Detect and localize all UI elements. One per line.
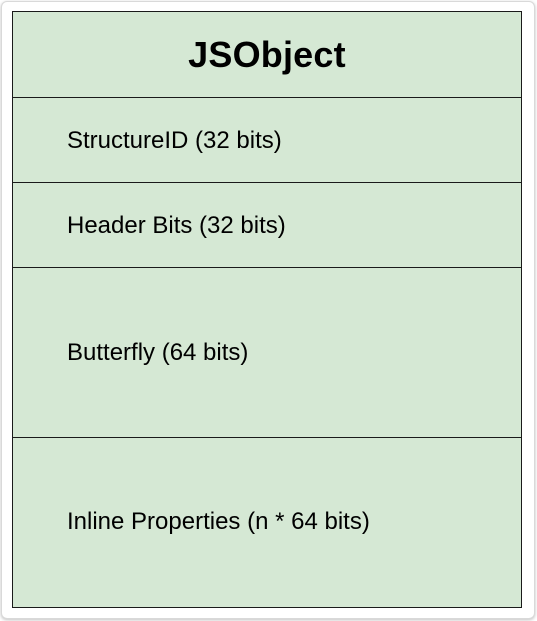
- field-row-structure-id: StructureID (32 bits): [13, 97, 521, 183]
- field-label-inline-properties: Inline Properties (n * 64 bits): [67, 508, 370, 535]
- field-row-butterfly: Butterfly (64 bits): [13, 267, 521, 438]
- field-label-structure-id: StructureID (32 bits): [67, 126, 282, 154]
- field-row-header-bits: Header Bits (32 bits): [13, 182, 521, 268]
- field-row-inline-properties: Inline Properties (n * 64 bits): [13, 437, 521, 606]
- diagram-title: JSObject: [188, 33, 346, 75]
- title-row: JSObject: [13, 12, 521, 97]
- field-label-butterfly: Butterfly (64 bits): [67, 339, 249, 366]
- field-label-header-bits: Header Bits (32 bits): [67, 211, 286, 239]
- jsobject-layout-box: JSObject StructureID (32 bits) Header Bi…: [12, 11, 522, 608]
